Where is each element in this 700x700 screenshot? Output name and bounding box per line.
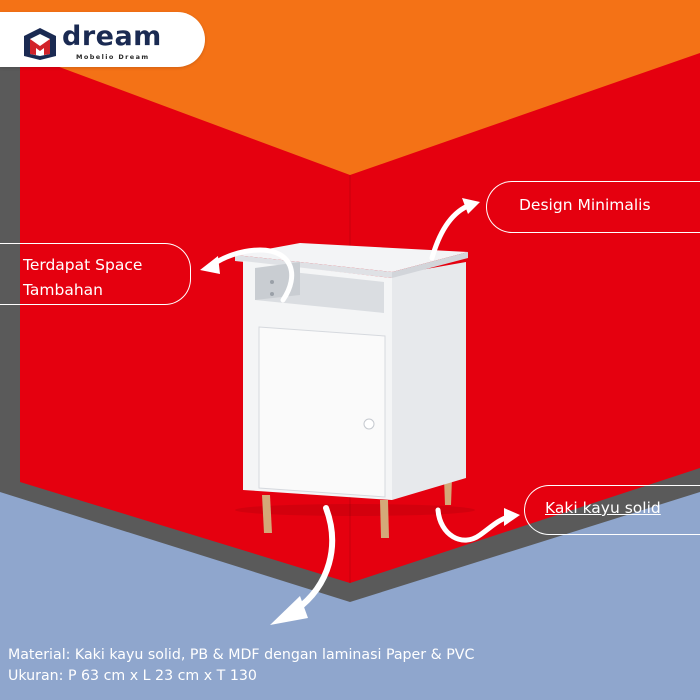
door-knob [363, 418, 375, 430]
curved-arrow-icon [270, 596, 308, 625]
cabinet-door [258, 326, 386, 498]
callout-legs: Kaki kayu solid [524, 485, 700, 535]
brand-logo[interactable]: dream Mobelio Dream [0, 12, 205, 67]
curved-arrow-icon [462, 198, 480, 214]
callout-legs-label: Kaki kayu solid [545, 499, 661, 517]
cabinet-shadow [235, 504, 475, 516]
cabinet-top-edge [392, 252, 468, 278]
cabinet-side-panel [392, 262, 466, 500]
cabinet-top-edge [235, 255, 392, 278]
cabinet-leg [444, 478, 452, 505]
spec-size: Ukuran: P 63 cm x L 23 cm x T 130 [8, 668, 257, 684]
bedside-cabinet-image [235, 243, 475, 538]
callout-design-label: Design Minimalis [519, 196, 651, 214]
callout-extra-space: Terdapat Space Tambahan [0, 243, 191, 305]
curved-arrow-icon [200, 256, 220, 274]
curved-arrow-icon [504, 508, 520, 526]
shelf-hole [270, 280, 274, 284]
cabinet-leg [262, 495, 272, 533]
curved-arrow-icon [209, 247, 295, 303]
brand-wordmark: dream [62, 21, 162, 52]
curved-arrow-icon [293, 505, 335, 613]
callout-extra-space-line2: Tambahan [23, 281, 103, 299]
shelf-hole [270, 292, 274, 296]
spec-material: Material: Kaki kayu solid, PB & MDF deng… [8, 647, 475, 663]
cabinet-leg [380, 500, 389, 538]
brand-tagline: Mobelio Dream [76, 53, 150, 61]
curved-arrow-icon [429, 202, 473, 261]
callout-design: Design Minimalis [486, 181, 700, 233]
cabinet-top [235, 243, 468, 272]
callout-extra-space-label: Terdapat Space Tambahan [23, 253, 142, 303]
curved-arrow-icon [435, 507, 511, 543]
specs-block: Material: Kaki kayu solid, PB & MDF deng… [8, 645, 474, 687]
dream-logo-icon [24, 28, 56, 60]
callout-extra-space-line1: Terdapat Space [23, 256, 143, 274]
